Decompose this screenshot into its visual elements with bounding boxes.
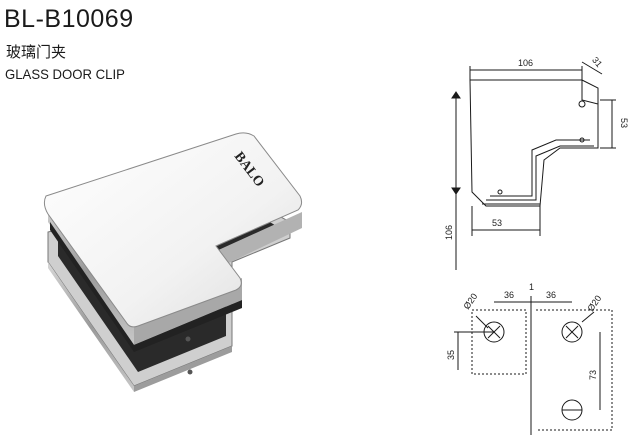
dim-bottom-width: 53 (492, 218, 502, 228)
dim-depth: 31 (590, 55, 604, 69)
dim-vertical: 35 (446, 350, 456, 360)
hole-detail-view: 36 1 36 Ø20 Ø20 35 73 (446, 282, 613, 435)
dim-left-height: 106 (444, 225, 454, 240)
product-model: BL-B10069 (4, 5, 134, 33)
screw-hole (187, 369, 193, 375)
top-view: 106 31 53 106 53 (444, 55, 629, 270)
dim-left-diameter: Ø20 (461, 291, 479, 311)
screw-hole (185, 336, 191, 342)
dim-hole-spacing: 73 (588, 370, 598, 380)
dim-right-height: 53 (619, 118, 629, 128)
dim-top-width: 106 (518, 58, 533, 68)
product-name-english: GLASS DOOR CLIP (5, 66, 125, 82)
dim-left-offset: 36 (504, 290, 514, 300)
upper-clip-plate: BALO (43, 132, 303, 352)
dim-right-offset: 36 (546, 290, 556, 300)
product-name-chinese: 玻璃门夹 (6, 43, 67, 61)
dim-gap: 1 (529, 282, 534, 292)
